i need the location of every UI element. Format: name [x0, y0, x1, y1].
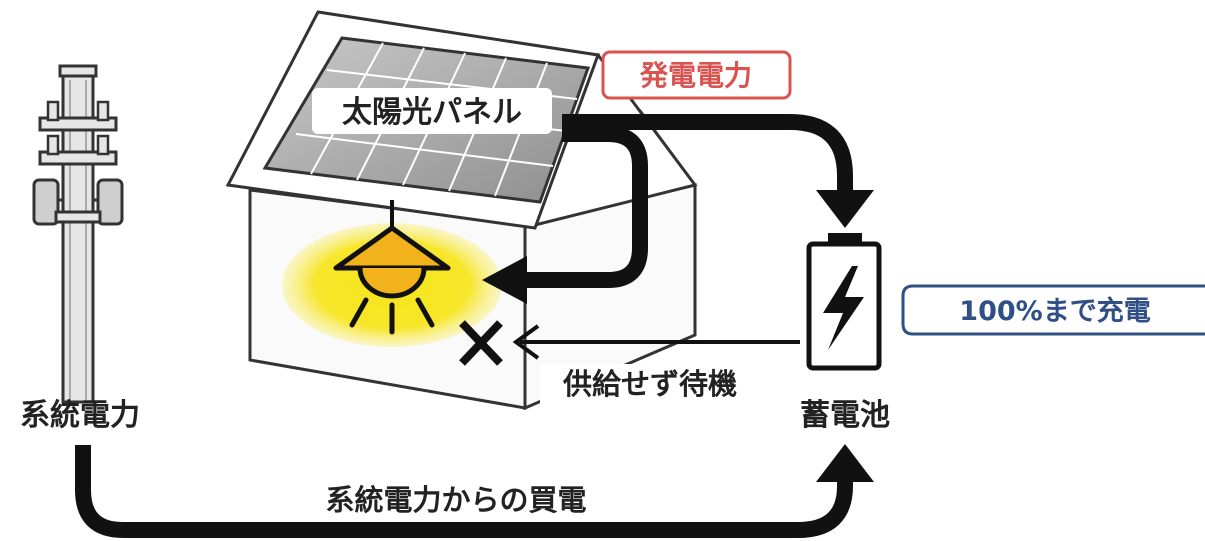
utility-pole-icon	[32, 64, 124, 404]
arrow-battery-standby	[512, 324, 800, 360]
charge-full-label: 100%まで充電	[959, 295, 1150, 327]
cross-mark-icon	[459, 320, 503, 366]
buy-from-grid-label: 系統電力からの買電	[325, 483, 586, 517]
ceiling-lamp-icon	[282, 200, 502, 347]
charge-full-tag: 100%まで充電	[901, 284, 1205, 336]
arrow-solar-to-battery	[562, 114, 874, 228]
grid-power-label: 系統電力	[20, 398, 140, 433]
standby-label: 供給せず待機	[562, 367, 737, 401]
solar-panel-label: 太陽光パネル	[342, 95, 522, 130]
arrow-grid-to-battery	[75, 444, 874, 538]
generated-power-label: 発電電力	[639, 59, 752, 92]
standby-tag: 供給せず待機	[540, 364, 760, 404]
arrow-solar-to-lamp	[482, 126, 648, 304]
solar-panel-tag: 太陽光パネル	[312, 88, 552, 134]
generated-power-tag: 発電電力	[601, 50, 792, 100]
battery-label: 蓄電池	[800, 398, 890, 433]
battery-bolt-icon	[806, 233, 882, 371]
